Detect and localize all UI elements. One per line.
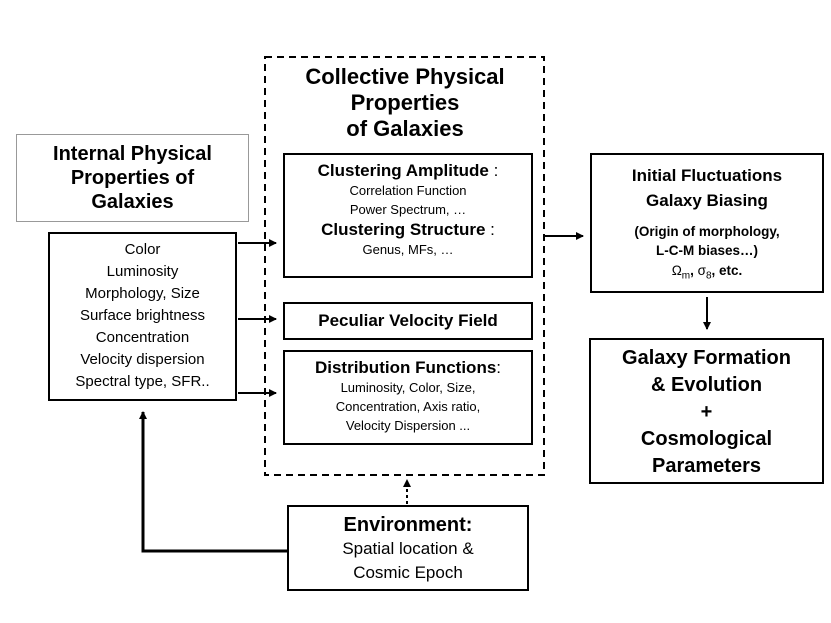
property-item: Surface brightness xyxy=(79,307,206,324)
distribution-box: Distribution Functions: Luminosity, Colo… xyxy=(283,350,533,445)
distribution-item: Velocity Dispersion ... xyxy=(345,418,471,433)
environment-line: Cosmic Epoch xyxy=(353,563,463,582)
collective-title: Collective Physical Properties of Galaxi… xyxy=(305,64,505,141)
clustering-amplitude-heading: Clustering Amplitude xyxy=(317,161,489,180)
internal-title-box: Internal Physical Properties of Galaxies xyxy=(16,134,249,222)
property-item: Spectral type, SFR.. xyxy=(75,373,210,390)
arrow-environment-to-internal xyxy=(139,411,287,553)
property-item: Morphology, Size xyxy=(85,285,200,302)
clustering-box: Clustering Amplitude : Correlation Funct… xyxy=(283,153,533,278)
property-item: Luminosity xyxy=(106,263,179,280)
environment-heading: Environment: xyxy=(343,514,473,536)
initial-title: Initial Fluctuations Galaxy Biasing xyxy=(631,166,783,210)
velocity-label: Peculiar Velocity Field xyxy=(318,311,498,330)
clustering-structure-item: Genus, MFs, … xyxy=(362,242,454,257)
distribution-heading: Distribution Functions xyxy=(314,358,497,377)
velocity-box: Peculiar Velocity Field xyxy=(283,302,533,340)
environment-box: Environment: Spatial location & Cosmic E… xyxy=(287,505,529,591)
clustering-structure-heading: Clustering Structure xyxy=(321,220,486,239)
property-item: Concentration xyxy=(95,329,190,346)
clustering-amplitude-item: Power Spectrum, … xyxy=(349,202,467,217)
property-item: Velocity dispersion xyxy=(80,351,205,368)
environment-line: Spatial location & xyxy=(342,539,474,558)
internal-properties-box: Color Luminosity Morphology, Size Surfac… xyxy=(48,232,237,401)
clustering-amplitude-item: Correlation Function xyxy=(349,183,467,198)
distribution-item: Luminosity, Color, Size, xyxy=(340,380,476,395)
galaxy-formation-box: Galaxy Formation & Evolution + Cosmologi… xyxy=(589,338,824,484)
initial-fluctuations-box: Initial Fluctuations Galaxy Biasing (Ori… xyxy=(590,153,824,293)
initial-note: (Origin of morphology, L-C-M biases…) xyxy=(634,224,780,258)
property-item: Color xyxy=(124,241,161,258)
distribution-item: Concentration, Axis ratio, xyxy=(335,399,481,414)
cosmological-params: Ωm, σ8, etc. xyxy=(671,263,743,282)
